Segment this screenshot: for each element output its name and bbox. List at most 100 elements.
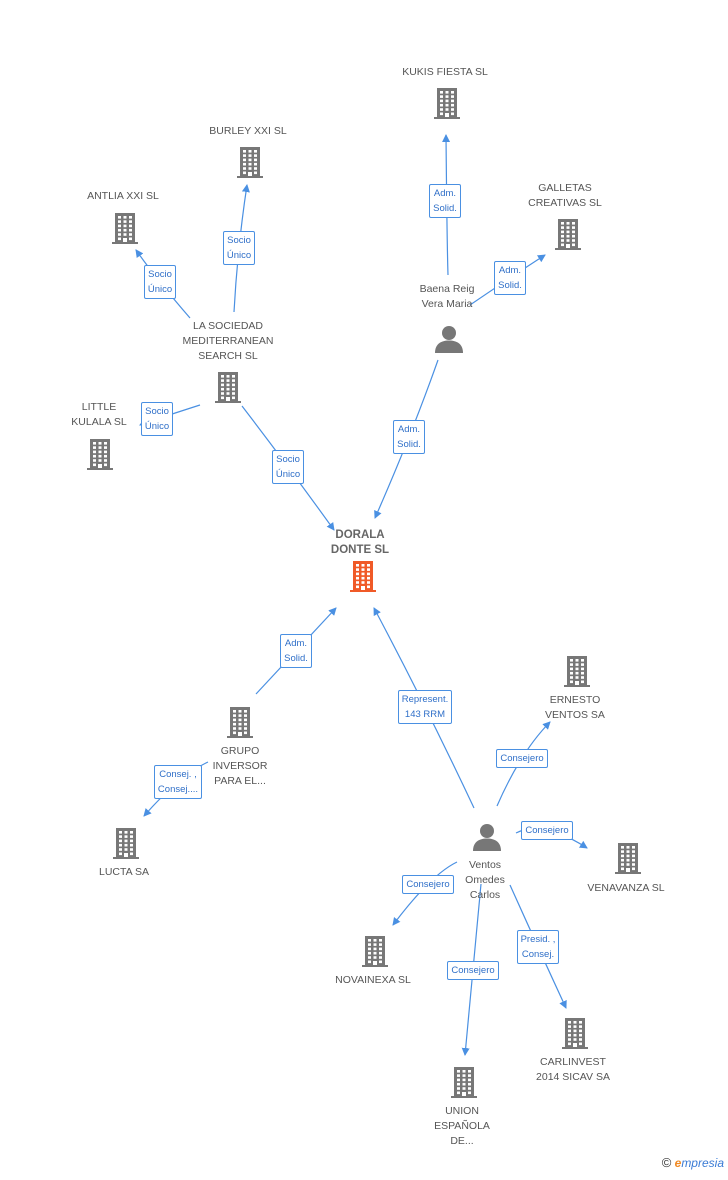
building-icon[interactable] (562, 654, 592, 693)
edge-label-line: Adm. (284, 638, 308, 649)
edge-label-line: Presid. , (520, 934, 556, 945)
building-icon[interactable] (111, 826, 141, 865)
edge-label-line: Socio (148, 269, 172, 280)
building-icon[interactable] (225, 705, 255, 744)
node-label-mediterranean[interactable]: LA SOCIEDAD MEDITERRANEAN SEARCH SL (168, 319, 288, 364)
brand-initial: e (674, 1156, 682, 1170)
edge-label-line: Solid. (498, 280, 522, 291)
building-icon[interactable] (347, 559, 379, 598)
node-label-line: KULALA SL (71, 416, 127, 428)
brand-watermark: © empresia (662, 1155, 724, 1170)
node-label-lucta[interactable]: LUCTA SA (79, 865, 169, 880)
edge-label-ventos-to-carlinvest[interactable]: Presid. , Consej. (516, 930, 560, 964)
node-label-line: NOVAINEXA SL (335, 974, 411, 986)
edge-label-ventos-to-union[interactable]: Consejero (447, 960, 499, 980)
node-label-line: SEARCH SL (198, 350, 258, 362)
edge-label-line: Consejero (406, 878, 450, 890)
node-label-line: CREATIVAS SL (528, 197, 602, 209)
edge-label-baena-to-galletas[interactable]: Adm. Solid. (494, 261, 526, 295)
node-label-line: Vera Maria (421, 298, 473, 310)
node-label-galletas[interactable]: GALLETAS CREATIVAS SL (515, 181, 615, 211)
edge-label-line: Adm. (433, 188, 457, 199)
edge-label-line: Socio (145, 406, 169, 417)
edge-label-line: Consejero (525, 824, 569, 836)
edge-label-ventos-to-venavanza[interactable]: Consejero (521, 820, 573, 840)
building-icon[interactable] (360, 934, 390, 973)
node-label-line: DONTE SL (330, 544, 390, 556)
node-label-line: GALLETAS (538, 182, 592, 194)
building-icon[interactable] (613, 841, 643, 880)
node-label-line: DORALA (335, 529, 385, 541)
edge-label-line: Único (144, 421, 170, 432)
node-label-line: ESPAÑOLA (434, 1120, 490, 1132)
node-label-burley[interactable]: BURLEY XXI SL (193, 124, 303, 139)
building-icon[interactable] (235, 145, 265, 184)
edge-label-line: Solid. (284, 653, 308, 664)
node-label-line: Carlos (469, 889, 501, 901)
edge-label-line: Consej. (521, 949, 555, 960)
node-label-line: ANTLIA XXI SL (87, 190, 159, 202)
node-label-antlia[interactable]: ANTLIA XXI SL (68, 189, 178, 204)
node-label-carlinvest[interactable]: CARLINVEST 2014 SICAV SA (518, 1055, 628, 1085)
edge-label-line: Socio (227, 235, 251, 246)
building-icon[interactable] (553, 217, 583, 256)
edge-label-line: Único (147, 284, 173, 295)
edge-label-ventos-to-novainexa[interactable]: Consejero (402, 874, 454, 894)
node-label-kukis[interactable]: KUKIS FIESTA SL (385, 65, 505, 80)
node-label-line: VENAVANZA SL (587, 882, 665, 894)
building-icon[interactable] (213, 370, 243, 409)
node-label-novainexa[interactable]: NOVAINEXA SL (323, 973, 423, 988)
node-label-line: LA SOCIEDAD (192, 320, 264, 332)
building-icon[interactable] (449, 1065, 479, 1104)
node-label-line: ERNESTO (549, 694, 601, 706)
node-label-line: MEDITERRANEAN (182, 335, 274, 347)
edge-label-grupo-to-dorala[interactable]: Adm. Solid. (280, 634, 312, 668)
edge-label-ventos-to-dorala[interactable]: Represent.143 RRM (397, 690, 453, 724)
node-label-line: Ventos (468, 859, 502, 871)
node-label-line: Baena Reig (419, 283, 475, 295)
building-icon[interactable] (110, 211, 140, 250)
edge-label-line: Consej.... (157, 784, 199, 795)
building-icon[interactable] (85, 437, 115, 476)
node-label-line: CARLINVEST (540, 1056, 606, 1068)
node-label-line: GRUPO (220, 745, 260, 757)
edge-label-ventos-to-ernesto[interactable]: Consejero (496, 748, 548, 768)
node-label-ernesto[interactable]: ERNESTO VENTOS SA (525, 693, 625, 723)
node-label-dorala[interactable]: DORALA DONTE SL (315, 528, 405, 558)
node-label-line: 2014 SICAV SA (536, 1071, 610, 1083)
edge-label-line: Consej. , (159, 769, 197, 780)
node-label-line: Omedes (465, 874, 505, 886)
edge-label-line: Solid. (433, 203, 457, 214)
edge-label-grupo-to-lucta[interactable]: Consej. , Consej.... (153, 765, 203, 799)
node-label-venavanza[interactable]: VENAVANZA SL (571, 881, 681, 896)
edge-label-line: Consejero (451, 964, 495, 976)
edge-label-baena-to-kukis[interactable]: Adm. Solid. (429, 184, 461, 218)
person-icon[interactable] (472, 822, 502, 857)
node-label-line: KUKIS FIESTA SL (402, 66, 488, 78)
edge-label-line: Solid. (397, 439, 421, 450)
node-label-line: LUCTA SA (99, 866, 149, 878)
edge-label-line: Represent. (401, 694, 449, 705)
edge-label-line: Adm. (397, 424, 421, 435)
node-label-line: VENTOS SA (545, 709, 605, 721)
node-label-line: UNION (445, 1105, 479, 1117)
edge-label-line: Único (226, 250, 252, 261)
node-label-little[interactable]: LITTLE KULALA SL (54, 400, 144, 430)
edge-baena-to-kukis (442, 134, 451, 276)
building-icon[interactable] (560, 1016, 590, 1055)
building-icon[interactable] (432, 86, 462, 125)
edge-label-baena-to-dorala[interactable]: Adm. Solid. (393, 420, 425, 454)
node-label-line: PARA EL... (214, 775, 266, 787)
edge-label-line: Socio (276, 454, 300, 465)
edge-label-line: Adm. (498, 265, 522, 276)
person-icon[interactable] (434, 324, 464, 359)
node-label-line: LITTLE (81, 401, 117, 413)
